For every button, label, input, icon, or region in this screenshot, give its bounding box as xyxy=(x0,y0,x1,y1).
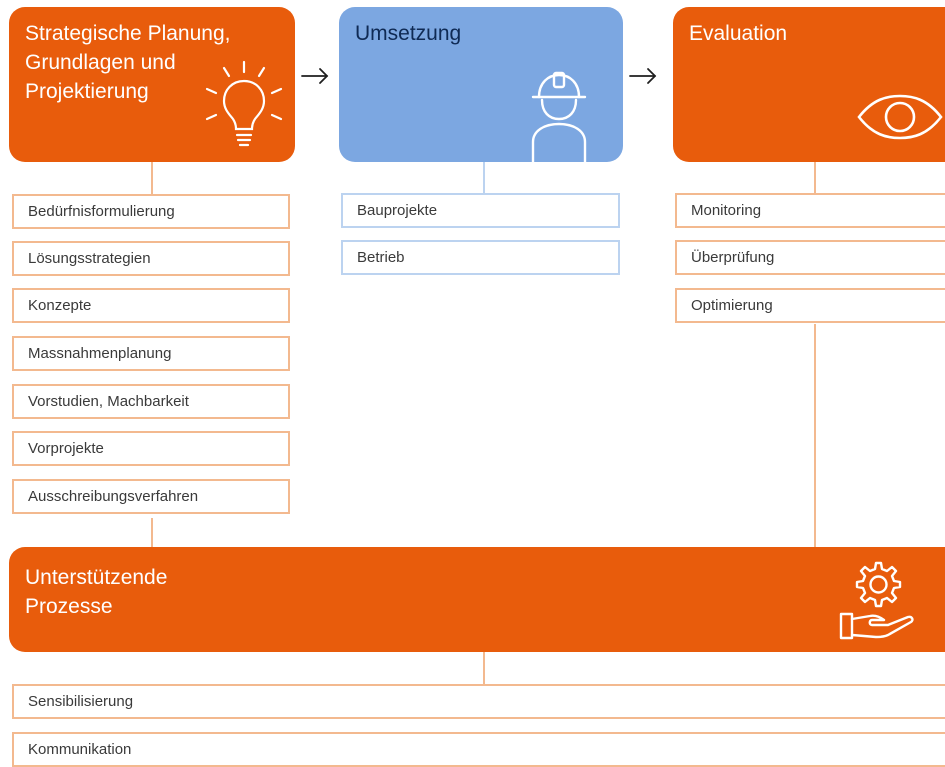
planning-item: Konzepte xyxy=(12,288,290,323)
connector-line xyxy=(151,518,153,548)
support-item: Sensibilisierung xyxy=(12,684,945,719)
hand-gear-icon xyxy=(839,561,914,640)
support-processes-title: Unterstützende Prozesse xyxy=(25,566,168,618)
construction-worker-icon xyxy=(531,71,587,162)
planning-item: Lösungsstrategien xyxy=(12,241,290,276)
arrow-right-icon xyxy=(301,68,329,84)
phase-execution-title: Umsetzung xyxy=(355,22,462,45)
phase-planning-title: Strategische Planung, Grundlagen und Pro… xyxy=(25,22,231,103)
evaluation-item: Optimierung xyxy=(675,288,945,323)
phase-evaluation-title: Evaluation xyxy=(689,22,788,45)
lightbulb-icon xyxy=(205,60,283,147)
planning-item: Massnahmenplanung xyxy=(12,336,290,371)
planning-item: Vorprojekte xyxy=(12,431,290,466)
arrow-right-icon xyxy=(629,68,657,84)
connector-line xyxy=(483,162,485,193)
connector-line xyxy=(814,324,816,548)
execution-item: Betrieb xyxy=(341,240,620,275)
connector-line xyxy=(814,162,816,193)
eye-icon xyxy=(857,94,943,140)
planning-item: Bedürfnisformulierung xyxy=(12,194,290,229)
phase-planning-box: Strategische Planung, Grundlagen und Pro… xyxy=(9,7,295,162)
evaluation-item: Monitoring xyxy=(675,193,945,228)
phase-execution-box: Umsetzung xyxy=(339,7,623,162)
connector-line xyxy=(151,162,153,195)
planning-item: Ausschreibungsverfahren xyxy=(12,479,290,514)
execution-item: Bauprojekte xyxy=(341,193,620,228)
connector-line xyxy=(483,652,485,684)
support-processes-box: Unterstützende Prozesse xyxy=(9,547,945,652)
evaluation-item: Überprüfung xyxy=(675,240,945,275)
phase-evaluation-box: Evaluation xyxy=(673,7,945,162)
planning-item: Vorstudien, Machbarkeit xyxy=(12,384,290,419)
